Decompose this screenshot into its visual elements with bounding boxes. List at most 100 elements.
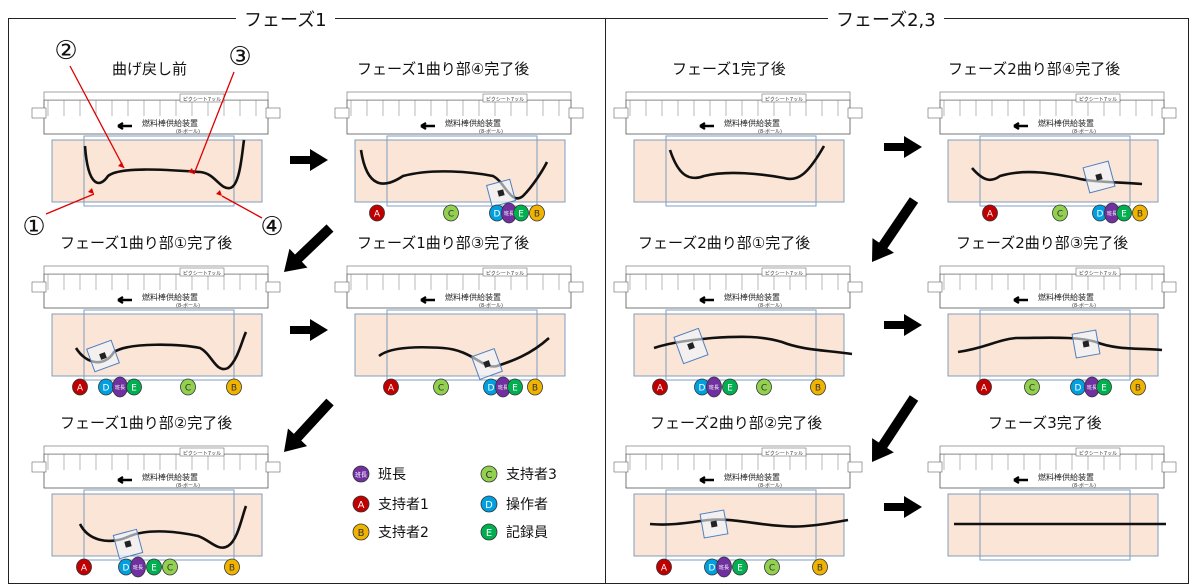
recorder-marker-icon: E (480, 523, 498, 541)
svg-text:C: C (486, 470, 493, 481)
legend-operator: D 操作者 (480, 494, 548, 514)
panel-title: フェーズ2曲り部①完了後 (638, 234, 811, 252)
panel-title: フェーズ1曲り部④完了後 (357, 60, 530, 78)
panel-title: フェーズ1曲り部③完了後 (357, 234, 530, 252)
leader-marker: 班長 (1084, 376, 1100, 398)
legend-supporter2-label: 支持者2 (378, 525, 429, 541)
svg-text:C: C (185, 384, 191, 394)
svg-text:ピクシート7ッル: ピクシート7ッル (183, 451, 221, 457)
svg-text:燃料棒供給装置: 燃料棒供給装置 (445, 292, 501, 302)
legend-supporter1: A 支持者1 (352, 494, 429, 514)
phase1-title: フェーズ1 (236, 6, 335, 32)
leader-marker: 班長 (130, 556, 146, 578)
supporter1-marker: A (656, 558, 672, 576)
svg-text:E: E (512, 384, 518, 394)
recorder-marker: E (126, 378, 142, 396)
svg-text:(8-ボール): (8-ボール) (479, 128, 503, 135)
operator-marker: D (694, 378, 710, 396)
svg-text:B: B (534, 210, 540, 220)
arrow-icon (284, 224, 334, 272)
bend-label-1: ① (22, 188, 95, 242)
svg-text:A: A (987, 210, 994, 220)
svg-text:D: D (1075, 384, 1082, 394)
svg-text:B: B (229, 564, 235, 574)
svg-text:E: E (1121, 210, 1127, 220)
svg-text:B: B (231, 384, 237, 394)
supporter2-marker: B (812, 558, 828, 576)
panel-title: フェーズ2曲り部④完了後 (948, 60, 1121, 78)
supporter3-marker: C (162, 558, 178, 576)
svg-text:E: E (486, 528, 492, 539)
svg-text:A: A (358, 500, 365, 511)
leader-marker: 班長 (706, 376, 722, 398)
recorder-marker: E (1116, 204, 1132, 222)
svg-text:ピクシート7ッル: ピクシート7ッル (486, 97, 524, 103)
svg-text:C: C (761, 384, 767, 394)
supporter2-marker: B (224, 558, 240, 576)
supporter1-marker: A (652, 378, 668, 396)
supporter3-marker: C (443, 204, 459, 222)
supporter2-marker: B (226, 378, 242, 396)
operator-marker: D (489, 204, 505, 222)
recorder-marker: E (722, 378, 738, 396)
svg-text:(8-ボール): (8-ボール) (1072, 482, 1096, 489)
svg-text:(8-ボール): (8-ボール) (479, 302, 503, 309)
svg-text:D: D (1097, 210, 1104, 220)
svg-text:(8-ボール): (8-ボール) (758, 128, 782, 135)
svg-text:B: B (1137, 210, 1143, 220)
svg-text:D: D (103, 384, 110, 394)
supporter1-marker: A (982, 204, 998, 222)
svg-text:B: B (532, 384, 538, 394)
svg-text:ピクシート7ッル: ピクシート7ッル (1079, 97, 1117, 103)
svg-text:E: E (737, 564, 743, 574)
svg-text:(8-ボール): (8-ボール) (758, 482, 782, 489)
bend-label-4: ④ (216, 190, 284, 242)
svg-text:C: C (1029, 384, 1035, 394)
svg-text:C: C (448, 210, 454, 220)
supporter3-marker: C (1024, 378, 1040, 396)
supporter3-marker: C (1052, 204, 1068, 222)
arrow-icon (290, 319, 328, 341)
legend: 班長 班長 A 支持者1 B 支持者2 C 支持者3 D 操作者 E 記録員 (352, 464, 602, 554)
recorder-marker: E (1096, 378, 1112, 396)
panel-title: フェーズ2曲り部③完了後 (956, 234, 1129, 252)
legend-supporter3-label: 支持者3 (506, 467, 557, 483)
panel-p6: フェーズ1完了後ピクシート7ッル燃料棒供給装置(8-ボール) (612, 60, 863, 218)
svg-text:D: D (494, 210, 501, 220)
arrow-icon (884, 496, 922, 518)
svg-text:E: E (1101, 384, 1107, 394)
svg-text:ピクシート7ッル: ピクシート7ッル (765, 271, 803, 277)
svg-text:E: E (151, 564, 157, 574)
svg-text:ピクシート7ッル: ピクシート7ッル (1079, 451, 1117, 457)
panel-title: フェーズ1完了後 (672, 60, 786, 78)
supporter2-marker: B (810, 378, 826, 396)
legend-leader-label: 班長 (378, 467, 406, 483)
svg-text:燃料棒供給装置: 燃料棒供給装置 (724, 292, 780, 302)
svg-text:(8-ボール): (8-ボール) (1072, 302, 1096, 309)
supporter1-marker: A (76, 558, 92, 576)
svg-text:ピクシート7ッル: ピクシート7ッル (486, 271, 524, 277)
phase23-title: フェーズ2,3 (828, 6, 944, 32)
svg-text:ピクシート7ッル: ピクシート7ッル (765, 451, 803, 457)
svg-text:A: A (81, 564, 88, 574)
svg-text:A: A (388, 384, 395, 394)
supporter2-marker: B (1132, 204, 1148, 222)
panel-title: フェーズ1曲り部①完了後 (60, 234, 233, 252)
svg-text:班長: 班長 (719, 564, 729, 571)
